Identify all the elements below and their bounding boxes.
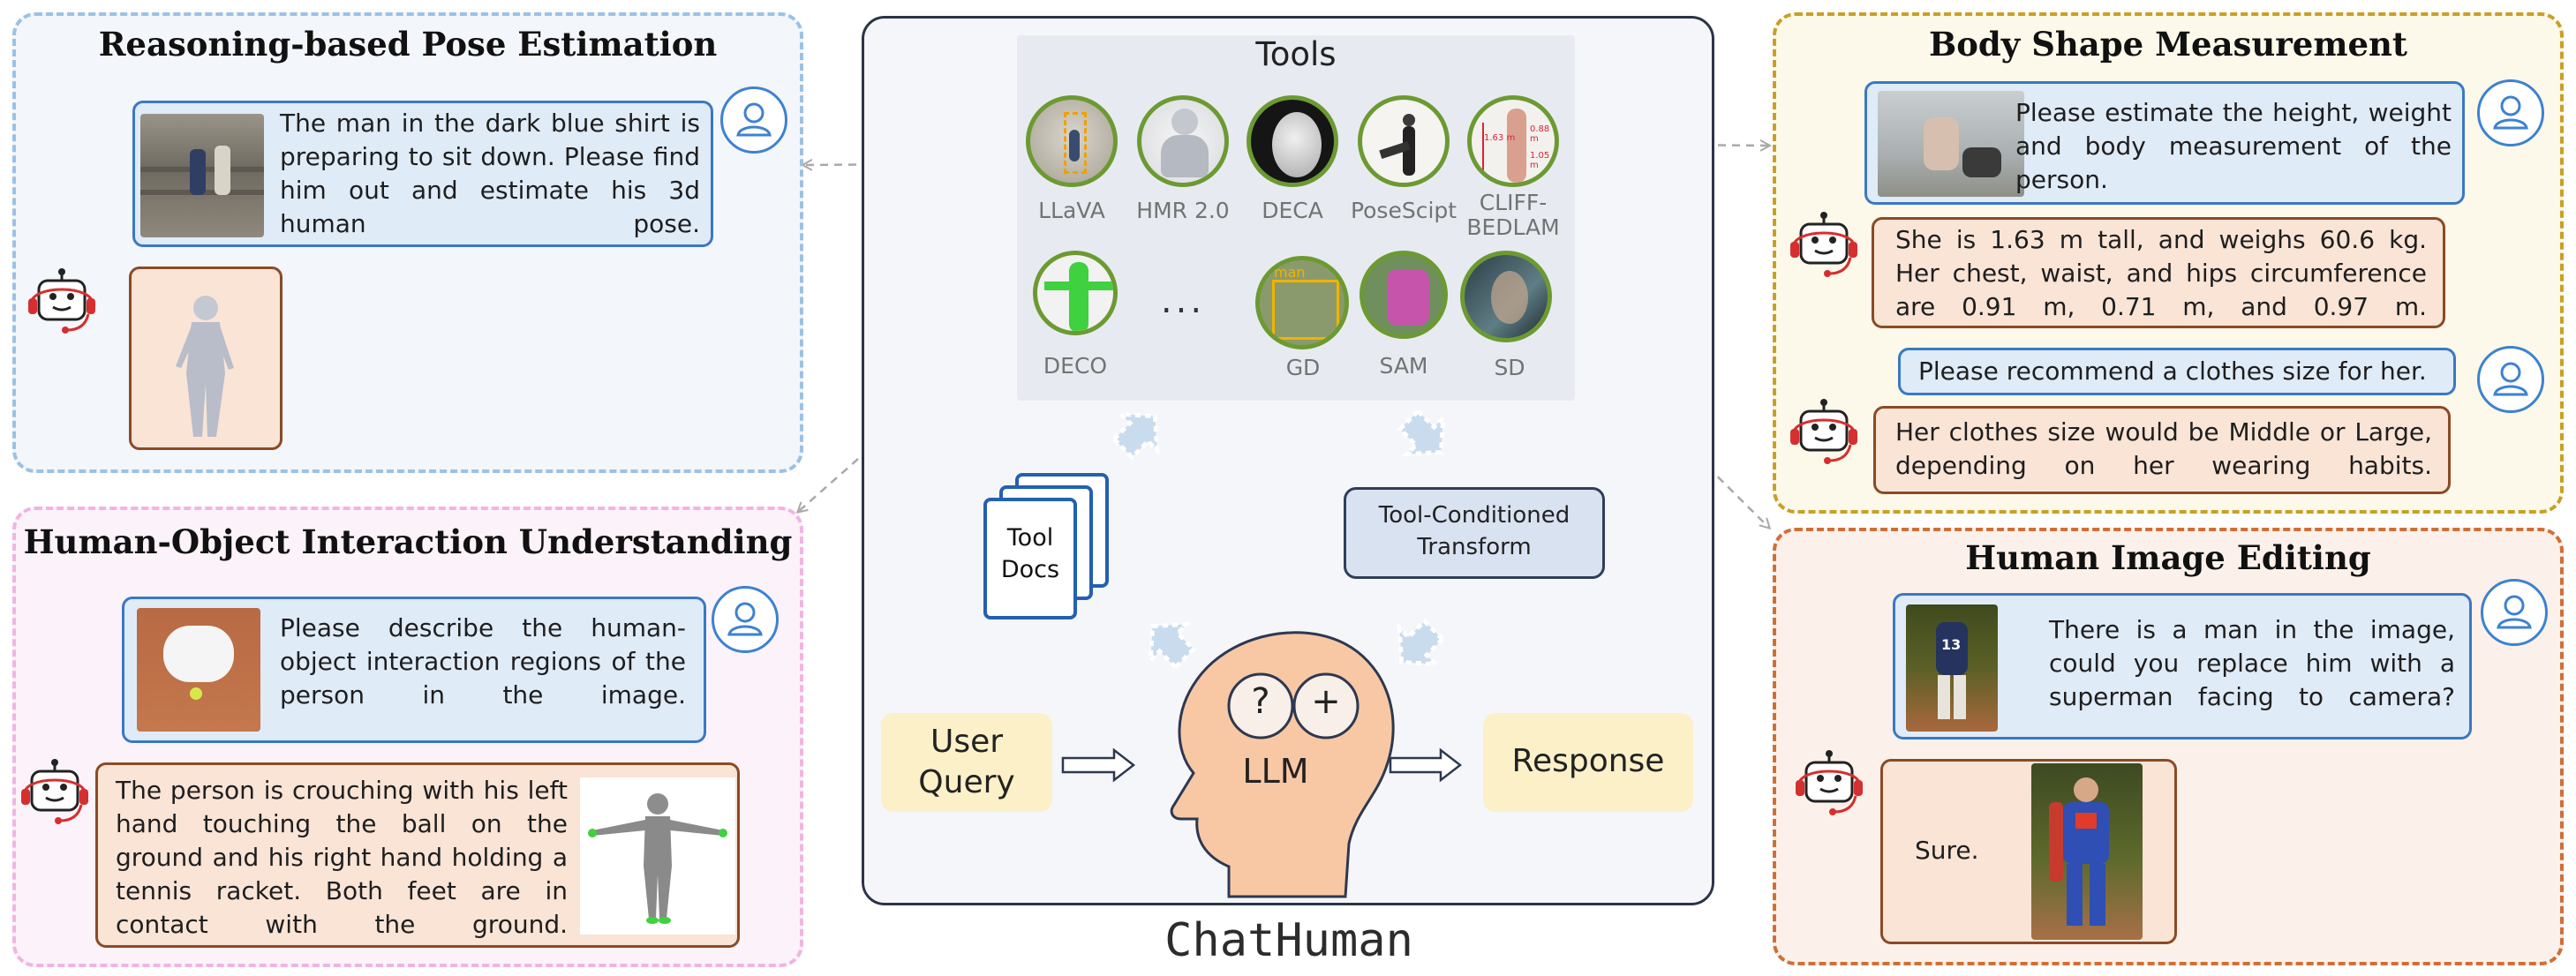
llm-plus-mark: + <box>1311 681 1341 722</box>
tool-gd-icon: man <box>1255 256 1349 349</box>
hoi-contact-mesh-image <box>580 777 735 935</box>
edit-title: Human Image Editing <box>1965 538 2371 577</box>
shape-user-text-2: Please recommend a clothes size for her. <box>1918 357 2427 386</box>
hoi-user-avatar-icon <box>712 586 779 653</box>
tool-label-deco: DECO <box>1043 353 1108 379</box>
transform-label-2: Transform <box>1417 534 1532 560</box>
response-box: Response <box>1483 713 1693 812</box>
shape-user-bubble-2: Please recommend a clothes size for her. <box>1898 348 2456 395</box>
tool-label-sd: SD <box>1494 355 1525 380</box>
tool-label-cliff-bedlam: CLIFF- BEDLAM <box>1466 190 1560 240</box>
hoi-user-text: Please describe the human-object interac… <box>280 613 686 709</box>
tool-deco-icon <box>1033 251 1118 335</box>
chathuman-title: ChatHuman <box>1164 914 1413 967</box>
tool-sam-icon <box>1360 251 1448 339</box>
shape-robot-icon-2 <box>1787 397 1861 478</box>
cliff-height-tag: 1.63 m <box>1484 133 1516 143</box>
tool-label-hmr: HMR 2.0 <box>1136 198 1230 223</box>
shape-user-bubble: Please estimate the height, weight and b… <box>1864 81 2465 205</box>
edit-jersey-number: 13 <box>1941 636 1962 653</box>
tool-llava-icon <box>1026 95 1118 187</box>
tool-sd-icon <box>1460 251 1552 342</box>
hoi-user-photo <box>137 608 260 732</box>
gd-man-tag: man <box>1274 264 1306 281</box>
shape-bot-text-2: Her clothes size would be Middle or Larg… <box>1895 417 2432 480</box>
response-label: Response <box>1511 743 1665 779</box>
edit-bot-text: Sure. <box>1915 836 1979 865</box>
edit-user-bubble: 13 There is a man in the image, could yo… <box>1893 593 2472 740</box>
cliff-hip-tag: 1.05 m <box>1530 151 1550 170</box>
user-query-label-2: Query <box>918 764 1015 800</box>
cliff-chest-tag: 0.88 m <box>1530 124 1550 144</box>
edit-user-photo: 13 <box>1906 604 1998 732</box>
tool-label-posescript: PoseScipt <box>1350 198 1457 223</box>
shape-bot-bubble-2: Her clothes size would be Middle or Larg… <box>1873 406 2451 494</box>
pose-robot-icon <box>25 267 99 348</box>
tool-docs-label-2: Docs <box>1000 556 1060 583</box>
edit-user-text: There is a man in the image, could you r… <box>2049 615 2455 711</box>
pose-user-bubble: The man in the dark blue shirt is prepar… <box>132 101 713 247</box>
shape-robot-icon <box>1787 210 1861 291</box>
tool-label-llava: LLaVA <box>1038 198 1105 223</box>
hoi-bot-bubble: The person is crouching with his left ha… <box>95 762 740 948</box>
hoi-bot-text: The person is crouching with his left ha… <box>116 776 568 939</box>
tool-label-sam: SAM <box>1379 353 1428 379</box>
llm-question-mark: ? <box>1251 681 1270 722</box>
tools-title: Tools <box>1255 35 1337 73</box>
shape-bot-text: She is 1.63 m tall, and weighs 60.6 kg. … <box>1895 225 2427 321</box>
tool-docs-label-1: Tool <box>1006 524 1054 552</box>
pose-result-bubble <box>129 267 282 450</box>
tool-deca-icon <box>1247 95 1338 187</box>
hoi-robot-icon <box>18 757 92 838</box>
tool-label-deca: DECA <box>1262 198 1323 223</box>
pose-3d-mesh-image <box>176 296 234 437</box>
shape-user-avatar-icon-2 <box>2477 346 2544 413</box>
shape-user-avatar-icon <box>2477 79 2544 146</box>
tool-docs-icon: Tool Docs <box>983 498 1077 619</box>
shape-bot-bubble: She is 1.63 m tall, and weighs 60.6 kg. … <box>1872 217 2445 328</box>
edit-superman-image <box>2031 763 2143 940</box>
tool-conditioned-transform-box: Tool-Conditioned Transform <box>1344 487 1605 579</box>
tools-ellipsis: ... <box>1160 281 1206 321</box>
edit-robot-icon <box>1792 748 1866 830</box>
hoi-title: Human-Object Interaction Understanding <box>23 522 793 561</box>
tool-label-gd: GD <box>1285 355 1321 380</box>
pose-title: Reasoning-based Pose Estimation <box>98 25 718 64</box>
shape-user-text: Please estimate the height, weight and b… <box>2015 98 2452 194</box>
tool-cliff-bedlam-icon: 1.63 m 0.88 m 1.05 m <box>1467 95 1559 187</box>
shape-user-photo <box>1878 91 2024 197</box>
llm-label: LLM <box>1242 752 1309 791</box>
pose-user-photo <box>140 114 264 237</box>
arrow-to-pose <box>803 163 1027 165</box>
llm-head-icon <box>1170 631 1395 898</box>
user-query-box: User Query <box>881 713 1052 812</box>
shape-title: Body Shape Measurement <box>1928 25 2407 64</box>
transform-label-1: Tool-Conditioned <box>1378 502 1570 529</box>
edit-user-avatar-icon <box>2481 579 2548 646</box>
flow-arrows <box>1061 408 1463 783</box>
tool-posescript-icon <box>1358 95 1450 187</box>
tool-hmr-icon <box>1137 95 1229 187</box>
hoi-user-bubble: Please describe the human-object interac… <box>122 597 706 743</box>
edit-bot-bubble: Sure. <box>1880 759 2177 944</box>
pose-user-text: The man in the dark blue shirt is prepar… <box>280 109 700 238</box>
pose-user-avatar-icon <box>720 86 787 154</box>
user-query-label-1: User <box>930 724 1004 760</box>
